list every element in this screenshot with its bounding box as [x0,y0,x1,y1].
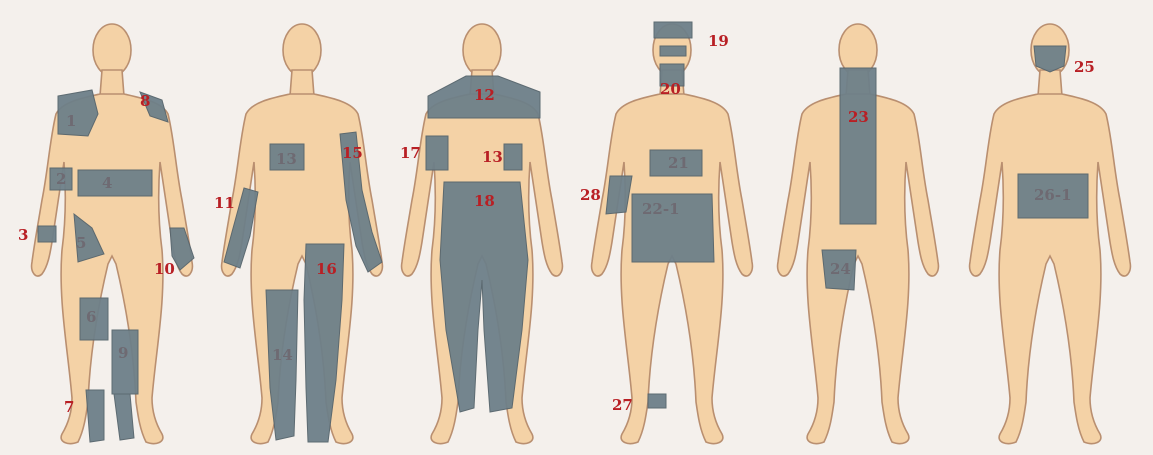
bandage-13b-arm [504,144,522,170]
label-4: 4 [102,174,112,192]
bandage-7-foot [86,390,104,442]
bandage-3-wrist [38,226,56,242]
label-25: 25 [1074,58,1095,76]
label-26: 26-1 [1034,186,1072,204]
bandage-23-spine [840,68,876,224]
label-12: 12 [474,86,495,104]
label-15: 15 [342,144,363,162]
label-27: 27 [612,396,633,414]
bandage-27-ankle [648,394,666,408]
bandage-9-calf [112,330,138,394]
label-8: 8 [140,92,150,110]
figure-3-back: 12 13 17 18 [400,24,562,444]
bandage-17-arm [426,136,448,170]
label-13: 13 [276,150,297,168]
label-20: 20 [660,80,681,98]
label-5: 5 [76,234,86,252]
label-17: 17 [400,144,421,162]
label-6: 6 [86,308,96,326]
label-28: 28 [580,186,601,204]
label-1: 1 [66,112,76,130]
label-9: 9 [118,344,128,362]
label-24: 24 [830,260,851,278]
bandage-19b-mouth [660,46,686,56]
figure-1-back: 1 2 3 4 5 6 7 8 9 10 [18,24,194,444]
label-13b: 13 [482,148,503,166]
bandage-4-waist [78,170,152,196]
label-11: 11 [214,194,235,212]
label-23: 23 [848,108,869,126]
figure-5-back: 23 24 [778,24,939,444]
label-21: 21 [668,154,689,172]
label-10: 10 [154,260,175,278]
label-19: 19 [708,32,729,50]
label-3: 3 [18,226,28,244]
label-7: 7 [64,398,74,416]
figure-2-front: 11 13 14 15 16 [214,24,382,444]
label-14: 14 [272,346,293,364]
label-18: 18 [474,192,495,210]
label-22: 22-1 [642,200,680,218]
figure-6-front: 25 26-1 [970,24,1131,444]
bandage-9b-foot [114,394,134,440]
label-16: 16 [316,260,337,278]
label-2: 2 [56,170,66,188]
figure-4-front: 19 20 21 22-1 27 28 [580,22,752,444]
bandage-19-eyes [654,22,692,38]
